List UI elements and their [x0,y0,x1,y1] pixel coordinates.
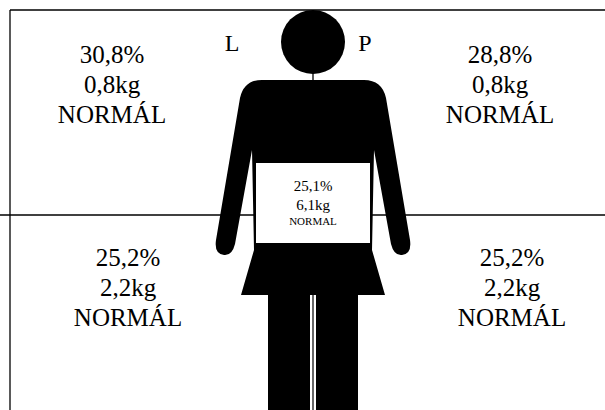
torso-value: 6,1kg [296,196,330,215]
fat-status: NORMÁL [58,100,166,129]
side-letter: P [358,30,371,56]
fat-status: NORMÁL [458,303,566,332]
frame-line [9,10,10,410]
head [281,10,345,74]
fat-percent: 25,2% [96,243,161,272]
torso-box: 25,1%6,1kgNORMAL [256,163,370,243]
side-letter: L [225,30,240,56]
right-leg [316,292,358,410]
fat-percent: 28,8% [468,40,533,69]
fat-mass: 2,2kg [100,273,156,302]
fat-status: NORMÁL [446,100,554,129]
fat-mass: 0,8kg [472,70,528,99]
torso-value: NORMAL [289,215,337,229]
fat-percent: 30,8% [80,40,145,69]
fat-status: NORMÁL [74,303,182,332]
torso [216,80,411,295]
left-leg [268,292,310,410]
leg-divider [312,295,313,410]
fat-percent: 25,2% [480,243,545,272]
torso-value: 25,1% [294,177,333,196]
fat-mass: 0,8kg [84,70,140,99]
frame-line [10,9,605,10]
fat-mass: 2,2kg [484,273,540,302]
